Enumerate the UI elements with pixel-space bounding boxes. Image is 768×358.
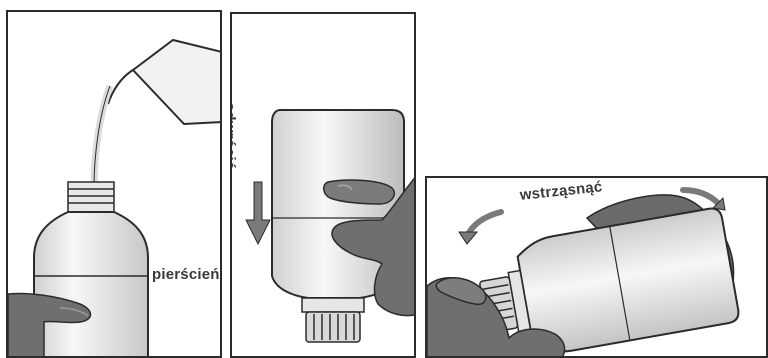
thumb	[435, 277, 487, 306]
ring-label: pierścień	[150, 266, 220, 283]
shake-illustration	[427, 187, 740, 356]
hand	[331, 177, 414, 317]
measuring-cup	[131, 38, 220, 126]
bottle-neck	[67, 181, 115, 213]
panel-pour: pierścień	[6, 10, 222, 358]
invert-label: odwrócić	[230, 102, 238, 170]
bottle-body	[33, 211, 149, 356]
invert-illustration	[245, 109, 414, 343]
pour-illustration	[8, 38, 220, 356]
panel-shake: wstrząsnąć	[425, 176, 768, 358]
shake-arrow-right-icon	[680, 187, 722, 207]
bottle-cap	[301, 297, 365, 343]
arrow-down-icon	[245, 181, 271, 246]
panel-invert: odwrócić	[230, 12, 416, 358]
water-stream	[90, 84, 114, 189]
